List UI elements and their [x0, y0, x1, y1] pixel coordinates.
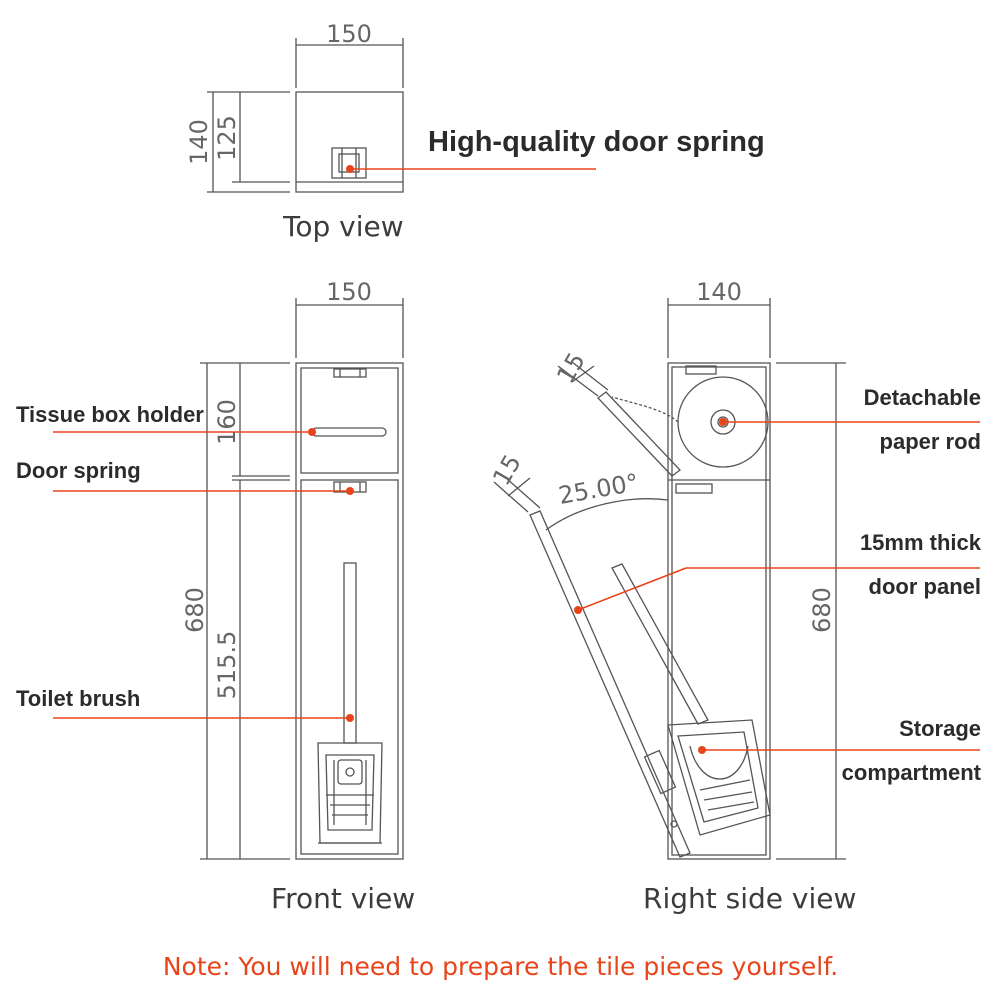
label-tissue-box-holder: Tissue box holder	[16, 402, 204, 427]
caption-top-view: Top view	[283, 210, 404, 243]
caption-right-side-view: Right side view	[643, 882, 857, 915]
caption-front-view: Front view	[271, 882, 416, 915]
side-view-drawing	[493, 298, 846, 860]
leader-lines	[53, 168, 980, 751]
dim-top-depth-inner: 125	[213, 115, 241, 161]
label-toilet-brush: Toilet brush	[16, 686, 141, 711]
label-paper-rod: paper rod	[879, 429, 981, 454]
dim-front-height: 680	[181, 587, 209, 633]
label-high-quality-door-spring: High-quality door spring	[428, 126, 765, 158]
label-storage: Storage	[899, 716, 981, 741]
label-door-spring: Door spring	[16, 458, 141, 483]
dim-door-thick-lower: 15	[487, 450, 527, 490]
front-view-drawing	[200, 298, 404, 860]
leader-dots	[308, 165, 727, 754]
dim-front-upper: 160	[213, 399, 241, 445]
dim-side-width: 140	[696, 278, 742, 306]
dim-top-depth-outer: 140	[185, 119, 213, 165]
label-door-panel: door panel	[868, 574, 981, 599]
dim-door-thick-upper: 15	[551, 348, 591, 388]
note-tile-pieces: Note: You will need to prepare the tile …	[162, 952, 839, 981]
label-compartment: compartment	[841, 760, 981, 785]
label-15mm-thick: 15mm thick	[859, 530, 981, 555]
dim-side-height: 680	[808, 587, 836, 633]
top-view-drawing	[207, 38, 404, 193]
dim-front-lower: 515.5	[213, 631, 241, 700]
dim-front-width: 150	[326, 278, 372, 306]
dim-top-width: 150	[326, 20, 372, 48]
dim-door-angle: 25.00°	[556, 468, 640, 510]
label-detachable: Detachable	[863, 385, 981, 410]
